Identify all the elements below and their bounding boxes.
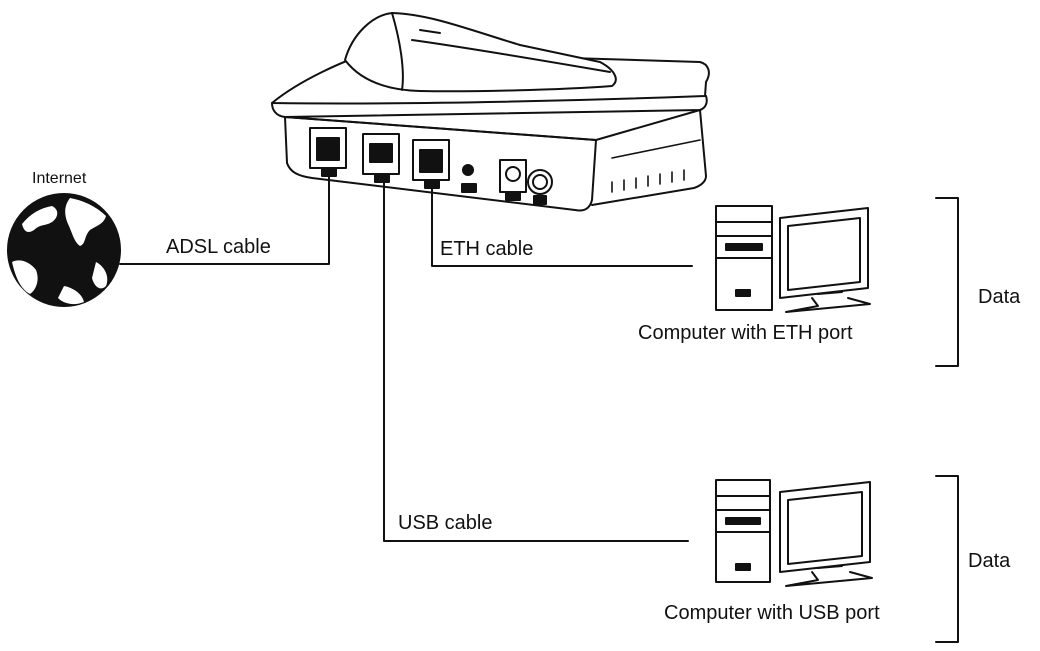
internet-label: Internet [32, 170, 87, 187]
usb-cable-label: USB cable [398, 512, 493, 534]
computer-usb-icon [715, 479, 873, 587]
adsl-cable-label: ADSL cable [166, 236, 271, 258]
computer-eth-icon [715, 205, 871, 313]
adsl-cable-line [119, 175, 330, 265]
router-icon [271, 12, 710, 212]
data-label-bottom: Data [968, 550, 1011, 572]
eth-cable-label: ETH cable [440, 238, 534, 260]
computer-usb-label: Computer with USB port [664, 602, 880, 624]
usb-cable-line [383, 181, 689, 542]
data-label-top: Data [978, 286, 1021, 308]
eth-cable-line [431, 187, 693, 267]
data-bracket-top [935, 197, 959, 367]
globe-icon [7, 193, 121, 307]
computer-eth-label: Computer with ETH port [638, 322, 853, 344]
data-bracket-bottom [935, 475, 959, 643]
